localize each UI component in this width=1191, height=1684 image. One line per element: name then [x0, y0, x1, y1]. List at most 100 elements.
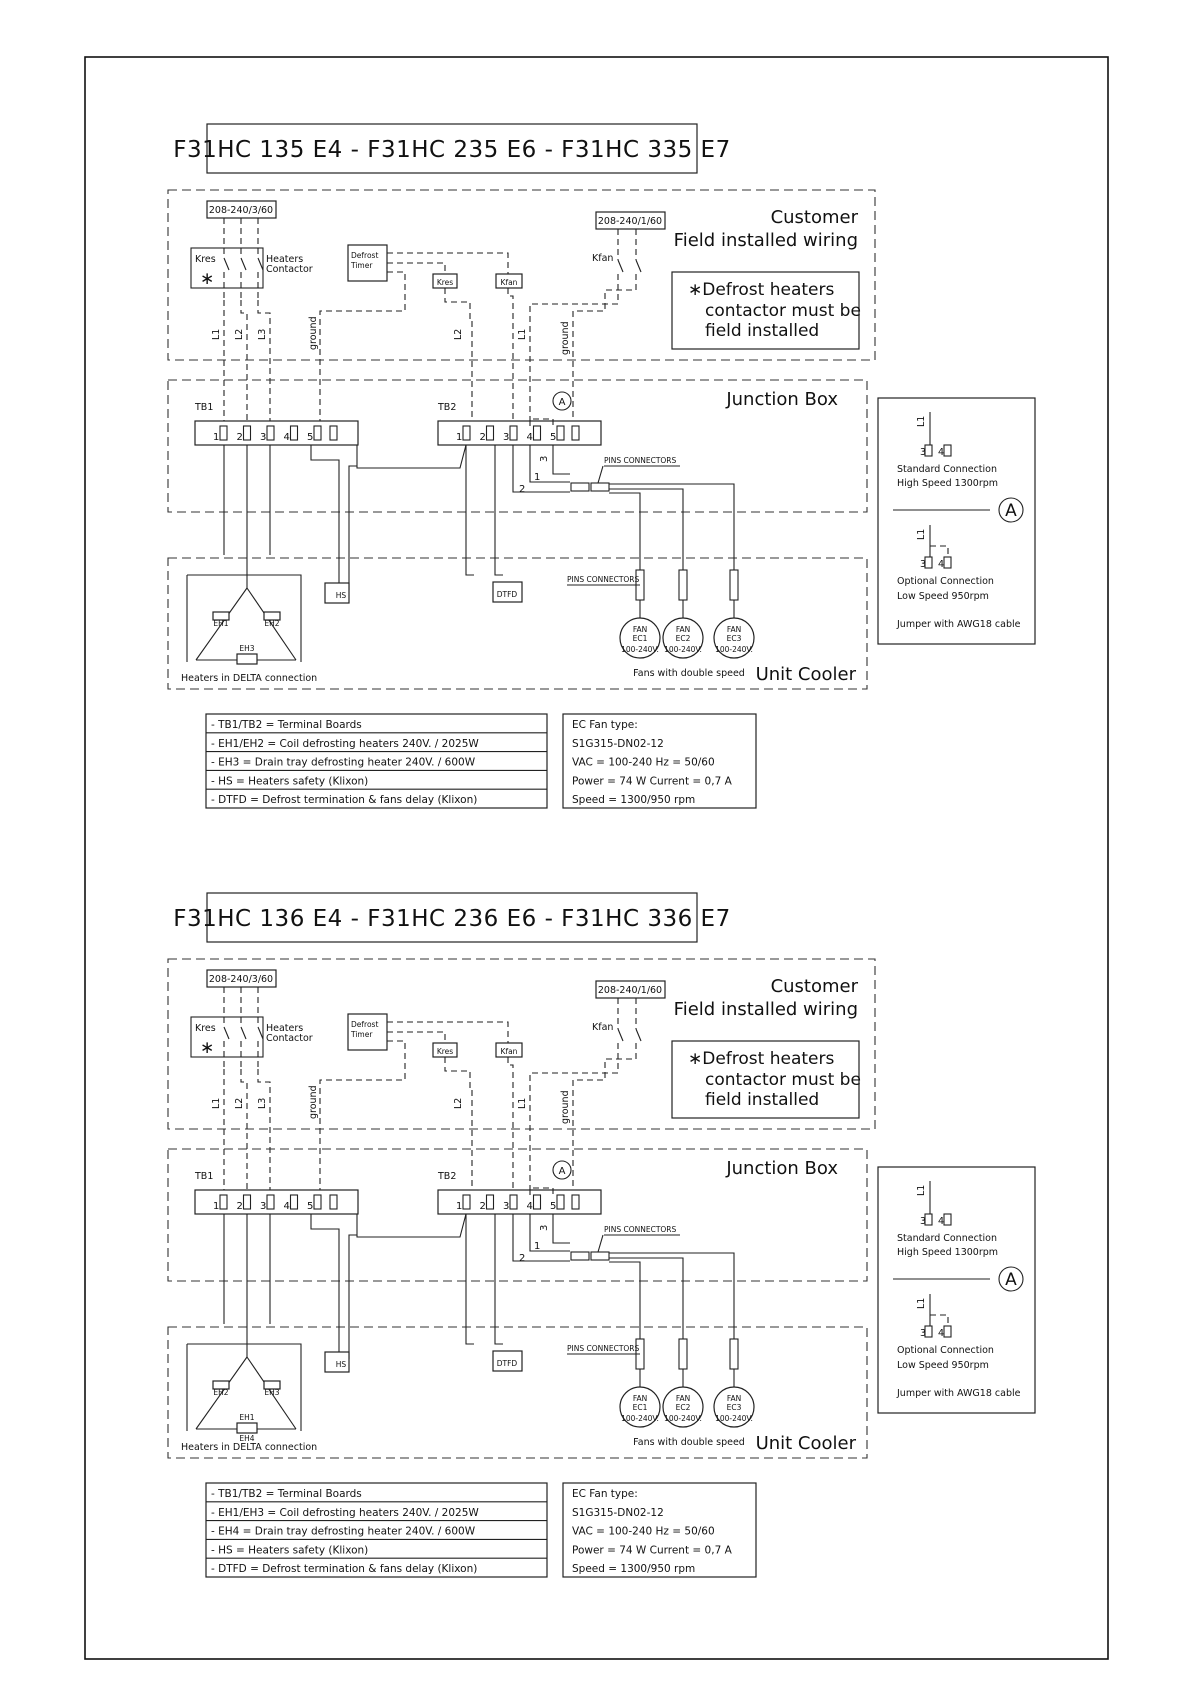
jumper-a-wire	[529, 1187, 554, 1195]
customer-zone	[167, 189, 876, 361]
note-line-3: field installed	[705, 321, 819, 341]
diagram-block-2: F31HC 136 E4 - F31HC 236 E6 - F31HC 336 …	[167, 892, 1036, 1578]
side-marker-a-circle	[998, 497, 1024, 523]
diagram-block-1: F31HC 135 E4 - F31HC 235 E6 - F31HC 335 …	[167, 123, 1036, 809]
fan-2-label-1: FAN	[676, 1394, 690, 1403]
tb2-terminal-1	[462, 425, 471, 441]
contactor-switch-1	[223, 257, 230, 271]
dtfd-label: DTFD	[497, 1359, 518, 1368]
hs-box	[324, 1351, 350, 1373]
legend-row-5: - DTFD = Defrost termination & fans dela…	[211, 1563, 477, 1575]
unit-cooler-title: Unit Cooler	[756, 664, 857, 685]
tb1-terminal-num-1: 1	[213, 1201, 219, 1212]
wire-label-tb2-l1: L1	[517, 329, 528, 340]
tb2-terminal-num-4: 4	[527, 432, 533, 443]
pins-connectors-label-2: PINS CONNECTORS	[567, 1344, 640, 1353]
hs-label: HS	[336, 1360, 347, 1369]
title-box	[206, 123, 698, 174]
ground-label-2: ground	[560, 321, 571, 355]
heater-bottom-label: EH3	[239, 644, 254, 653]
fan-3-label-3: 100-240V.	[715, 645, 753, 654]
fan-ec1	[619, 617, 661, 659]
fan-3-label-1: FAN	[727, 1394, 741, 1403]
tb2-terminal-2	[485, 1194, 495, 1210]
heater-delta-frame-right	[187, 574, 302, 662]
tb1-board	[194, 420, 359, 446]
kres-relay-label: Kres	[437, 278, 453, 287]
wire-label-tb2-l2: L2	[453, 1098, 464, 1109]
heater-top-left-label: EH1	[213, 619, 228, 628]
note-box	[671, 271, 860, 350]
tb1-terminal-num-4: 4	[284, 432, 290, 443]
tb2-dtfd-wire-b	[494, 445, 503, 576]
side-top-num-4: 4	[938, 447, 944, 458]
legend-row-1: - TB1/TB2 = Terminal Boards	[211, 1488, 362, 1500]
wire-l2	[240, 300, 248, 432]
fan-spec-box	[562, 713, 757, 809]
tb2-dtfd-wire-b	[494, 1214, 503, 1345]
kfan-relay-box	[495, 1042, 523, 1058]
legend-table	[205, 1482, 548, 1578]
side-standard-line-1: Standard Connection	[897, 464, 997, 475]
side-jumper-wire	[930, 1314, 949, 1326]
side-top-term-4	[943, 1213, 952, 1226]
junction-box-title: Junction Box	[725, 1158, 838, 1179]
tb2-dtfd-wire-a	[465, 1214, 474, 1345]
fan-1-label-2: EC1	[633, 1403, 648, 1412]
heaters-delta-caption: Heaters in DELTA connection	[181, 673, 317, 684]
heater-top-left-label: EH2	[213, 1388, 228, 1397]
wire-l1-tb2	[507, 1057, 514, 1201]
defrost-timer-label-2: Timer	[350, 261, 373, 270]
timer-ground-wire	[319, 1040, 406, 1201]
timer-kres-wire	[387, 1031, 446, 1043]
fans-caption: Fans with double speed	[633, 668, 745, 679]
pins-connectors-label-1: PINS CONNECTORS	[604, 456, 677, 465]
tb1-ground-terminal	[329, 1194, 338, 1210]
wire-label-l1: L1	[211, 329, 222, 340]
defrost-timer-label-2: Timer	[350, 1030, 373, 1039]
tb2-board	[437, 420, 602, 446]
fan-connector-2	[678, 1338, 688, 1370]
defrost-timer-box	[347, 1013, 388, 1051]
fan-ec3	[713, 1386, 755, 1428]
side-standard-line-2: High Speed 1300rpm	[897, 1247, 998, 1258]
side-panel	[877, 1166, 1036, 1414]
side-panel	[877, 397, 1036, 645]
tb1-terminal-num-5: 5	[307, 1201, 313, 1212]
side-marker-a-circle	[998, 1266, 1024, 1292]
heater-top-right-label: EH2	[264, 619, 279, 628]
note-line-3: field installed	[705, 1090, 819, 1110]
side-bottom-num-3: 3	[920, 559, 926, 570]
tb1-terminal-5	[313, 1194, 322, 1210]
side-l1-bottom: L1	[916, 529, 927, 540]
side-top-num-4: 4	[938, 1216, 944, 1227]
junction-box-zone	[167, 379, 868, 513]
defrost-timer-label-1: Defrost	[351, 251, 378, 260]
supply-1ph-box	[595, 211, 666, 230]
tb2-terminal-num-5: 5	[550, 432, 556, 443]
tb2-terminal-5	[556, 425, 565, 441]
tb2-terminal-num-3: 3	[503, 1201, 509, 1212]
wire-l2-tb2	[444, 288, 473, 432]
tb1-terminal-num-3: 3	[260, 1201, 266, 1212]
unit-cooler-zone	[167, 557, 868, 690]
legend-row-2: - EH1/EH3 = Coil defrosting heaters 240V…	[211, 1507, 479, 1519]
fan-1-label-1: FAN	[633, 625, 647, 634]
heater-top-right-label: EH3	[264, 1388, 279, 1397]
kres-relay-label: Kres	[437, 1047, 453, 1056]
kfan-relay-label: Kfan	[501, 278, 518, 287]
customer-zone-subtitle: Field installed wiring	[674, 999, 858, 1020]
wire-num-3: 3	[539, 1225, 550, 1231]
junction-box-title: Junction Box	[725, 389, 838, 410]
fan-spec-line-5: Speed = 1300/950 rpm	[572, 1563, 695, 1575]
tb2-board	[437, 1189, 602, 1215]
fan-spec-line-1: EC Fan type:	[572, 719, 638, 731]
diagram-title: F31HC 135 E4 - F31HC 235 E6 - F31HC 335 …	[173, 137, 730, 163]
tb1-terminal-num-5: 5	[307, 432, 313, 443]
title-box	[206, 892, 698, 943]
kres-contactor-box	[190, 1016, 264, 1058]
tb2-ground-terminal	[571, 425, 580, 441]
fan-spec-line-1: EC Fan type:	[572, 1488, 638, 1500]
wire-label-l2: L2	[234, 1098, 245, 1109]
fan-1-label-1: FAN	[633, 1394, 647, 1403]
